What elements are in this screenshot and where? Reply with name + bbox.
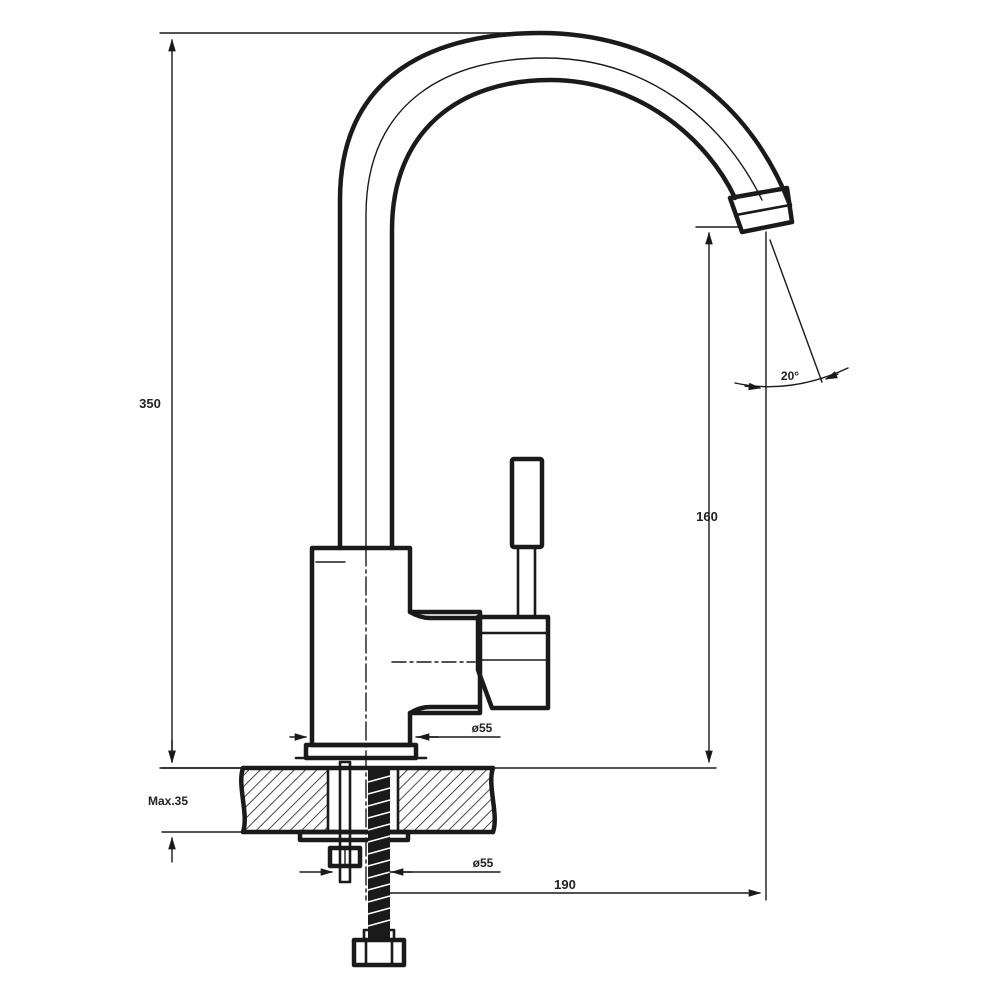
mounting-hardware [327, 760, 407, 968]
label-spout-reach: 190 [554, 877, 576, 892]
dim-spout-angle [734, 239, 849, 391]
dim-spout-height [492, 226, 741, 769]
dim-spout-reach [389, 231, 767, 901]
base-ring [294, 742, 428, 761]
dim-counter-thickness [161, 739, 244, 863]
label-counter-thickness: Max.35 [148, 794, 188, 808]
label-spout-angle: 20° [781, 369, 799, 383]
label-overall-height: 350 [139, 396, 161, 411]
spout-aerator [727, 185, 795, 235]
label-spout-height: 160 [696, 509, 718, 524]
label-base-diameter: ø55 [472, 721, 493, 735]
faucet-body [309, 545, 483, 748]
label-flange-diameter: ø55 [473, 856, 494, 870]
dim-overall-height [159, 32, 546, 769]
spout [337, 30, 793, 551]
lever-handle [475, 456, 551, 711]
